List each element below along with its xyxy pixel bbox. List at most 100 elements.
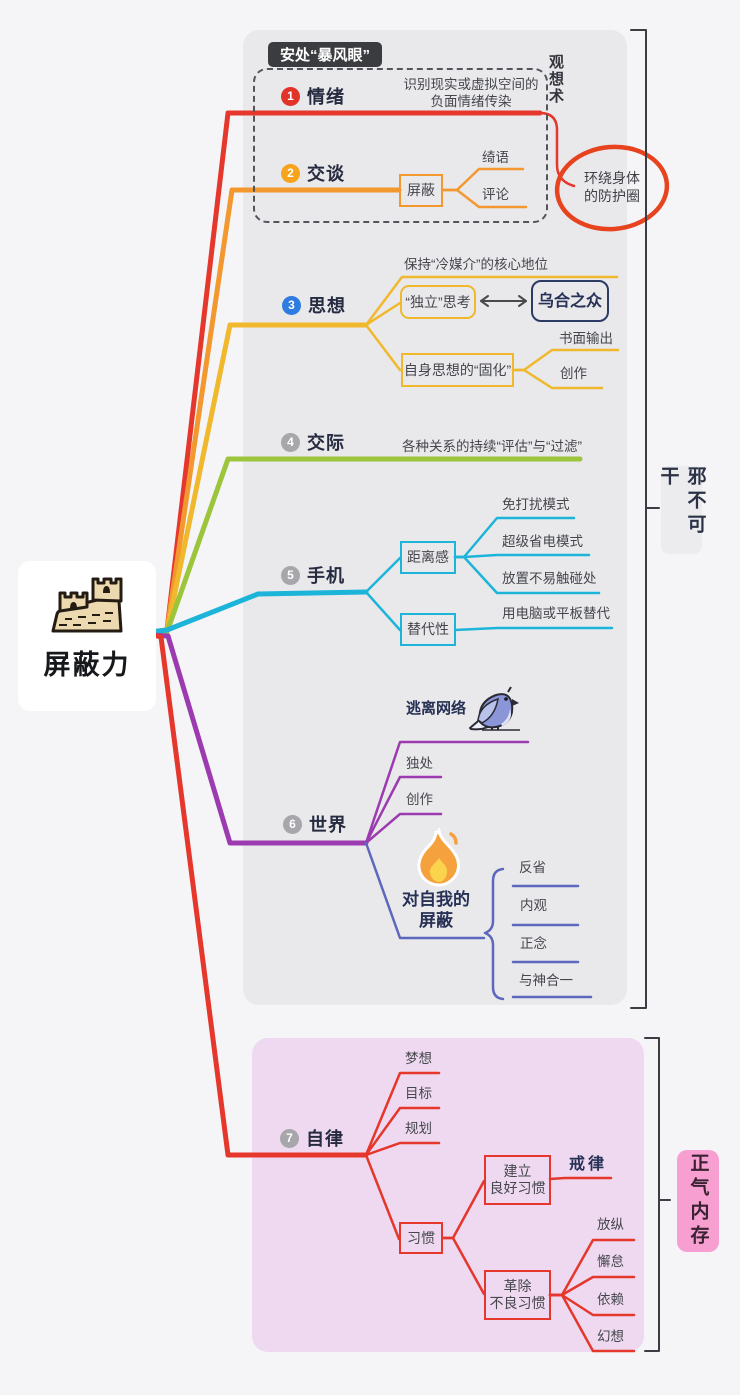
distance-box[interactable]: 距离感	[400, 541, 456, 574]
line-to-habit	[364, 1153, 401, 1241]
central-topic-node[interactable]: 屏蔽力	[18, 561, 156, 711]
great-wall-icon	[51, 577, 123, 633]
bracket-upper	[630, 29, 647, 1009]
talk-child-flattery[interactable]: 绮语	[482, 150, 509, 165]
line-self-shield	[364, 841, 486, 940]
line-goal	[364, 1106, 441, 1157]
bird-icon	[469, 686, 520, 731]
build-good-habits-box[interactable]: 建立 良好习惯	[484, 1155, 551, 1205]
phone-child-dnd[interactable]: 免打扰模式	[502, 497, 570, 512]
talk-child-comments[interactable]: 评论	[482, 187, 509, 202]
branch-discipline-node[interactable]: 7 自律	[280, 1125, 344, 1151]
line-create2	[364, 812, 443, 845]
bad-habit-dependence[interactable]: 依赖	[597, 1292, 624, 1307]
self-child-reflect[interactable]: 反省	[519, 860, 546, 875]
bad-habit-lazy[interactable]: 懈怠	[597, 1254, 624, 1269]
badge-4: 4	[281, 432, 300, 452]
branch-emotion-node[interactable]: 1 情绪	[281, 83, 345, 109]
storm-eye-badge[interactable]: 安处“暴风眼”	[268, 42, 383, 67]
branch-emotion-title: 情绪	[307, 87, 345, 107]
branch-line-discipline	[147, 631, 369, 1158]
line-visualization	[538, 111, 576, 188]
branch-talk-node[interactable]: 2 交谈	[281, 160, 345, 186]
badge-3: 3	[282, 295, 301, 315]
bad-habit-indulge[interactable]: 放纵	[597, 1217, 624, 1232]
world-child-create[interactable]: 创作	[406, 792, 433, 807]
storm-eye-group-border	[253, 68, 548, 223]
line-place-away	[453, 555, 601, 595]
thought-note[interactable]: 保持“冷媒介”的核心地位	[404, 257, 548, 272]
emotion-note[interactable]: 识别现实或虚拟空间的 负面情绪传染	[403, 77, 539, 109]
habit-box[interactable]: 习惯	[399, 1222, 443, 1254]
line-comments	[441, 188, 528, 209]
self-child-introspect[interactable]: 内观	[520, 898, 547, 913]
line-plan	[364, 1141, 441, 1157]
self-child-union[interactable]: 与神合一	[519, 973, 573, 988]
branch-thought-node[interactable]: 3 思想	[282, 292, 346, 318]
phone-child-place-away[interactable]: 放置不易触碰处	[502, 571, 597, 586]
branch-social-title: 交际	[307, 433, 345, 453]
badge-5: 5	[281, 565, 300, 585]
branch-phone-title: 手机	[307, 566, 345, 586]
phone-child-use-pc[interactable]: 用电脑或平板替代	[502, 606, 610, 621]
thought-child-create[interactable]: 创作	[560, 366, 587, 381]
discipline-child-plan[interactable]: 规划	[405, 1121, 432, 1136]
branch-world-title: 世界	[309, 815, 347, 835]
line-to-independent-think	[364, 301, 402, 327]
line-fantasy	[548, 1293, 636, 1353]
line-escape-net	[364, 740, 530, 845]
solidify-box[interactable]: 自身思想的“固化”	[401, 353, 514, 387]
fire-icon	[417, 828, 461, 887]
self-child-mindfulness[interactable]: 正念	[520, 936, 547, 951]
branch-discipline-title: 自律	[306, 1129, 344, 1149]
shield-box[interactable]: 屏蔽	[399, 174, 443, 207]
world-child-escape-net[interactable]: 逃离网络	[406, 700, 467, 717]
branch-phone-node[interactable]: 5 手机	[281, 562, 345, 588]
protection-circle-text[interactable]: 环绕身体 的防护圈	[584, 170, 640, 204]
branch-line-talk	[147, 187, 402, 635]
highlight-ellipse	[554, 144, 670, 232]
remove-bad-habits-box[interactable]: 革除 不良习惯	[484, 1270, 551, 1320]
central-topic-title: 屏蔽力	[43, 650, 131, 680]
side-label-upper: 邪不可干	[658, 466, 706, 554]
substitute-box[interactable]: 替代性	[400, 613, 456, 646]
branch-social-node[interactable]: 4 交际	[281, 429, 345, 455]
discipline-section-panel	[252, 1038, 644, 1352]
side-label-lower: 正气内存	[677, 1150, 719, 1252]
line-powersave	[453, 553, 591, 559]
badge-1: 1	[281, 86, 300, 106]
bad-habit-fantasy[interactable]: 幻想	[597, 1329, 624, 1344]
line-to-solidify	[364, 323, 402, 372]
social-note[interactable]: 各种关系的持续“评估”与“过滤”	[402, 439, 582, 454]
badge-2: 2	[281, 163, 300, 183]
crowd-box[interactable]: 乌合之众	[531, 280, 609, 322]
line-precepts	[548, 1176, 613, 1181]
line-cold-media	[364, 275, 619, 327]
independent-think-box[interactable]: “独立”思考	[400, 285, 476, 319]
line-use-pc	[453, 626, 614, 632]
visualization-label[interactable]: 观想术	[547, 54, 564, 105]
line-to-build	[441, 1179, 486, 1240]
discipline-child-goal[interactable]: 目标	[405, 1086, 432, 1101]
branch-world-node[interactable]: 6 世界	[283, 811, 347, 837]
world-child-solitude[interactable]: 独处	[406, 756, 433, 771]
line-to-distance	[364, 556, 402, 594]
branch-line-phone	[147, 589, 369, 635]
arrowhead-right	[518, 295, 527, 307]
badge-6: 6	[283, 814, 302, 834]
line-create	[511, 368, 604, 390]
phone-child-powersave[interactable]: 超级省电模式	[502, 534, 583, 549]
self-shield-node[interactable]: 对自我的 屏蔽	[402, 890, 470, 930]
discipline-child-dream[interactable]: 梦想	[405, 1051, 432, 1066]
thought-child-written[interactable]: 书面输出	[559, 331, 613, 346]
arrowhead-left	[480, 295, 489, 307]
line-to-substitute	[364, 590, 402, 632]
branch-talk-title: 交谈	[307, 164, 345, 184]
precepts-label[interactable]: 戒律	[569, 1156, 608, 1173]
line-dream	[364, 1071, 441, 1157]
bracket-lower	[644, 1037, 660, 1352]
curly-brace	[483, 867, 505, 1001]
line-to-remove	[441, 1236, 486, 1296]
